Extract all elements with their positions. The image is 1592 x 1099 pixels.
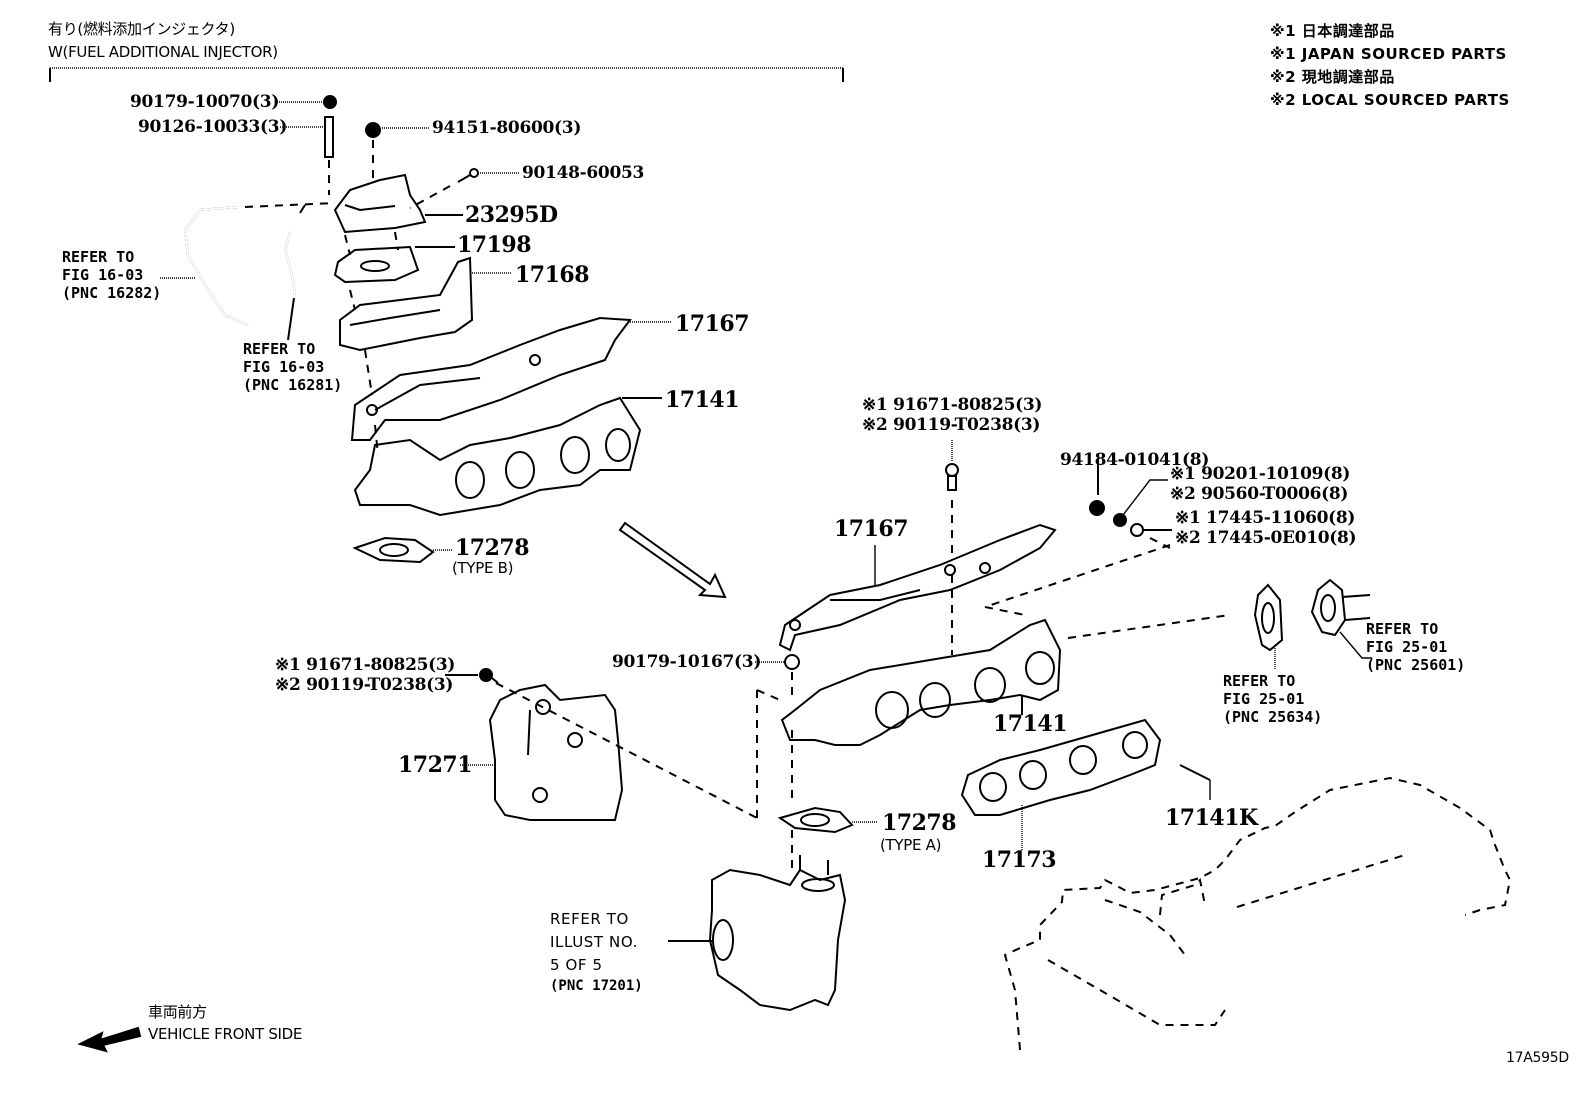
reference-line: 5 OF 5 xyxy=(550,956,603,974)
note-line: ※1 日本調達部品 xyxy=(1270,22,1395,40)
insulator-17168-icon xyxy=(339,256,512,352)
part-label-17141K[interactable]: 17141K xyxy=(1165,805,1258,831)
bolt-91671-80825-right-icon xyxy=(945,440,959,655)
view-arrow-icon xyxy=(618,521,727,599)
part-label-17141-top[interactable]: 17141 xyxy=(665,387,740,413)
note-line: ※2 現地調達部品 xyxy=(1270,68,1395,86)
heat-insulator-17167-mid-icon xyxy=(778,523,1057,652)
part-label-90119-T0238-left[interactable]: ※2 90119-T0238(3) xyxy=(275,675,454,695)
part-type-b: (TYPE B) xyxy=(452,559,514,577)
bolt-91671-80825-left-icon xyxy=(445,668,499,684)
engine-block-outline xyxy=(1003,776,1512,1051)
part-label-17167-mid[interactable]: 17167 xyxy=(834,516,909,542)
header-title-en: W(FUEL ADDITIONAL INJECTOR) xyxy=(48,43,278,61)
nut-90201-10109-icon xyxy=(1113,479,1168,527)
part-label-17445-11060[interactable]: ※1 17445-11060(8) xyxy=(1175,508,1356,528)
nut-94184-01041-icon xyxy=(1089,458,1105,516)
part-type-a: (TYPE A) xyxy=(880,836,942,854)
reference-line: FIG 16-03 xyxy=(62,266,144,284)
note-line: ※1 JAPAN SOURCED PARTS xyxy=(1270,45,1507,63)
gasket-17198-icon xyxy=(333,231,455,284)
part-label-90148-60053[interactable]: 90148-60053 xyxy=(522,163,645,183)
hose-16281-icon xyxy=(283,231,296,341)
reference-pnc-16281[interactable]: REFER TO FIG 16-03 (PNC 16281) xyxy=(243,340,342,394)
gasket-25634-icon xyxy=(1253,583,1284,670)
part-label-94184-01041[interactable]: 94184-01041(8) xyxy=(1060,450,1210,470)
reference-line: (PNC 25601) xyxy=(1366,656,1466,674)
reference-pnc-17201[interactable]: REFER TO ILLUST NO. 5 OF 5 (PNC 17201) xyxy=(550,908,643,995)
part-label-17173[interactable]: 17173 xyxy=(982,847,1057,873)
heat-insulator-17271-icon xyxy=(460,683,624,821)
fuel-injector-bracket xyxy=(49,67,844,82)
part-label-91671-80825-right[interactable]: ※1 91671-80825(3) xyxy=(862,395,1043,415)
part-label-17167-top[interactable]: 17167 xyxy=(675,311,750,337)
reference-line: (PNC 16282) xyxy=(62,284,162,302)
part-label-17445-0E010[interactable]: ※2 17445-0E010(8) xyxy=(1175,528,1357,548)
part-label-90201-10109[interactable]: ※1 90201-10109(8) xyxy=(1170,464,1351,484)
stud-17445-11060-icon xyxy=(1130,523,1172,549)
part-label-23295D[interactable]: 23295D xyxy=(465,202,558,228)
stud-17141K-icon xyxy=(1179,764,1211,800)
part-label-17198[interactable]: 17198 xyxy=(457,232,532,258)
gasket-17278-type-a-icon xyxy=(777,806,878,834)
part-label-90179-10070[interactable]: 90179-10070(3) xyxy=(130,92,280,112)
note-line: ※2 LOCAL SOURCED PARTS xyxy=(1270,91,1510,109)
vehicle-front-label-ja: 車両前方 xyxy=(148,1003,207,1021)
exhaust-manifold-17141-top-icon xyxy=(353,396,662,517)
part-label-17168[interactable]: 17168 xyxy=(515,262,590,288)
part-label-91671-80825-left[interactable]: ※1 91671-80825(3) xyxy=(275,655,456,675)
reference-line: REFER TO xyxy=(62,248,135,266)
reference-line: (PNC 25634) xyxy=(1223,708,1323,726)
gasket-17278-type-b-icon xyxy=(352,536,452,564)
exhaust-manifold-17141-mid-icon xyxy=(780,618,1062,746)
header-title-ja: 有り(燃料添加インジェクタ) xyxy=(48,20,235,38)
reference-line: (PNC 17201) xyxy=(550,978,643,994)
part-label-90126-10033[interactable]: 90126-10033(3) xyxy=(138,117,288,137)
reference-line: (PNC 16281) xyxy=(243,376,343,394)
flange-25601-icon xyxy=(1310,578,1372,659)
vehicle-front-label-en: VEHICLE FRONT SIDE xyxy=(148,1025,303,1043)
reference-pnc-25634[interactable]: REFER TO FIG 25-01 (PNC 25634) xyxy=(1223,672,1322,726)
reference-pnc-25601[interactable]: REFER TO FIG 25-01 (PNC 25601) xyxy=(1366,620,1465,674)
heat-insulator-17167-top-icon xyxy=(350,316,672,456)
part-label-17278-type-a[interactable]: 17278 xyxy=(882,810,957,836)
nut-90179-10167-icon xyxy=(755,654,800,870)
reference-line: FIG 25-01 xyxy=(1223,690,1305,708)
part-label-94151-80600[interactable]: 94151-80600(3) xyxy=(432,118,582,138)
reference-line: REFER TO xyxy=(550,910,629,928)
injector-23295D-icon xyxy=(244,173,463,234)
reference-line: REFER TO xyxy=(243,340,316,358)
turbocharger-17201-icon xyxy=(668,855,847,1012)
vehicle-front-arrow-icon xyxy=(77,1026,142,1053)
part-label-17278-type-b[interactable]: 17278 xyxy=(455,535,530,561)
stud-90126-10033-icon xyxy=(280,116,334,195)
sourcing-notes: ※1 日本調達部品 ※1 JAPAN SOURCED PARTS ※2 現地調達… xyxy=(1270,20,1510,112)
reference-line: FIG 16-03 xyxy=(243,358,325,376)
part-label-17141-mid[interactable]: 17141 xyxy=(993,711,1068,737)
illustration-id: 17A595D xyxy=(1506,1050,1569,1066)
reference-line: REFER TO xyxy=(1223,672,1296,690)
gasket-17173-icon xyxy=(960,718,1162,850)
nut-90179-10070-icon xyxy=(275,95,337,109)
reference-line: FIG 25-01 xyxy=(1366,638,1448,656)
reference-line: ILLUST NO. xyxy=(550,933,639,951)
part-label-90179-10167[interactable]: 90179-10167(3) xyxy=(612,652,762,672)
hose-16282-icon xyxy=(160,206,249,326)
reference-line: REFER TO xyxy=(1366,620,1439,638)
nut-94151-80600-icon xyxy=(365,122,430,185)
part-label-90560-T0006[interactable]: ※2 90560-T0006(8) xyxy=(1170,484,1349,504)
bolt-90148-60053-icon xyxy=(409,168,520,209)
assembly-guide-lines xyxy=(495,544,1231,820)
part-label-90119-T0238-right[interactable]: ※2 90119-T0238(3) xyxy=(862,415,1041,435)
reference-pnc-16282[interactable]: REFER TO FIG 16-03 (PNC 16282) xyxy=(62,248,161,302)
part-label-17271[interactable]: 17271 xyxy=(398,752,473,778)
